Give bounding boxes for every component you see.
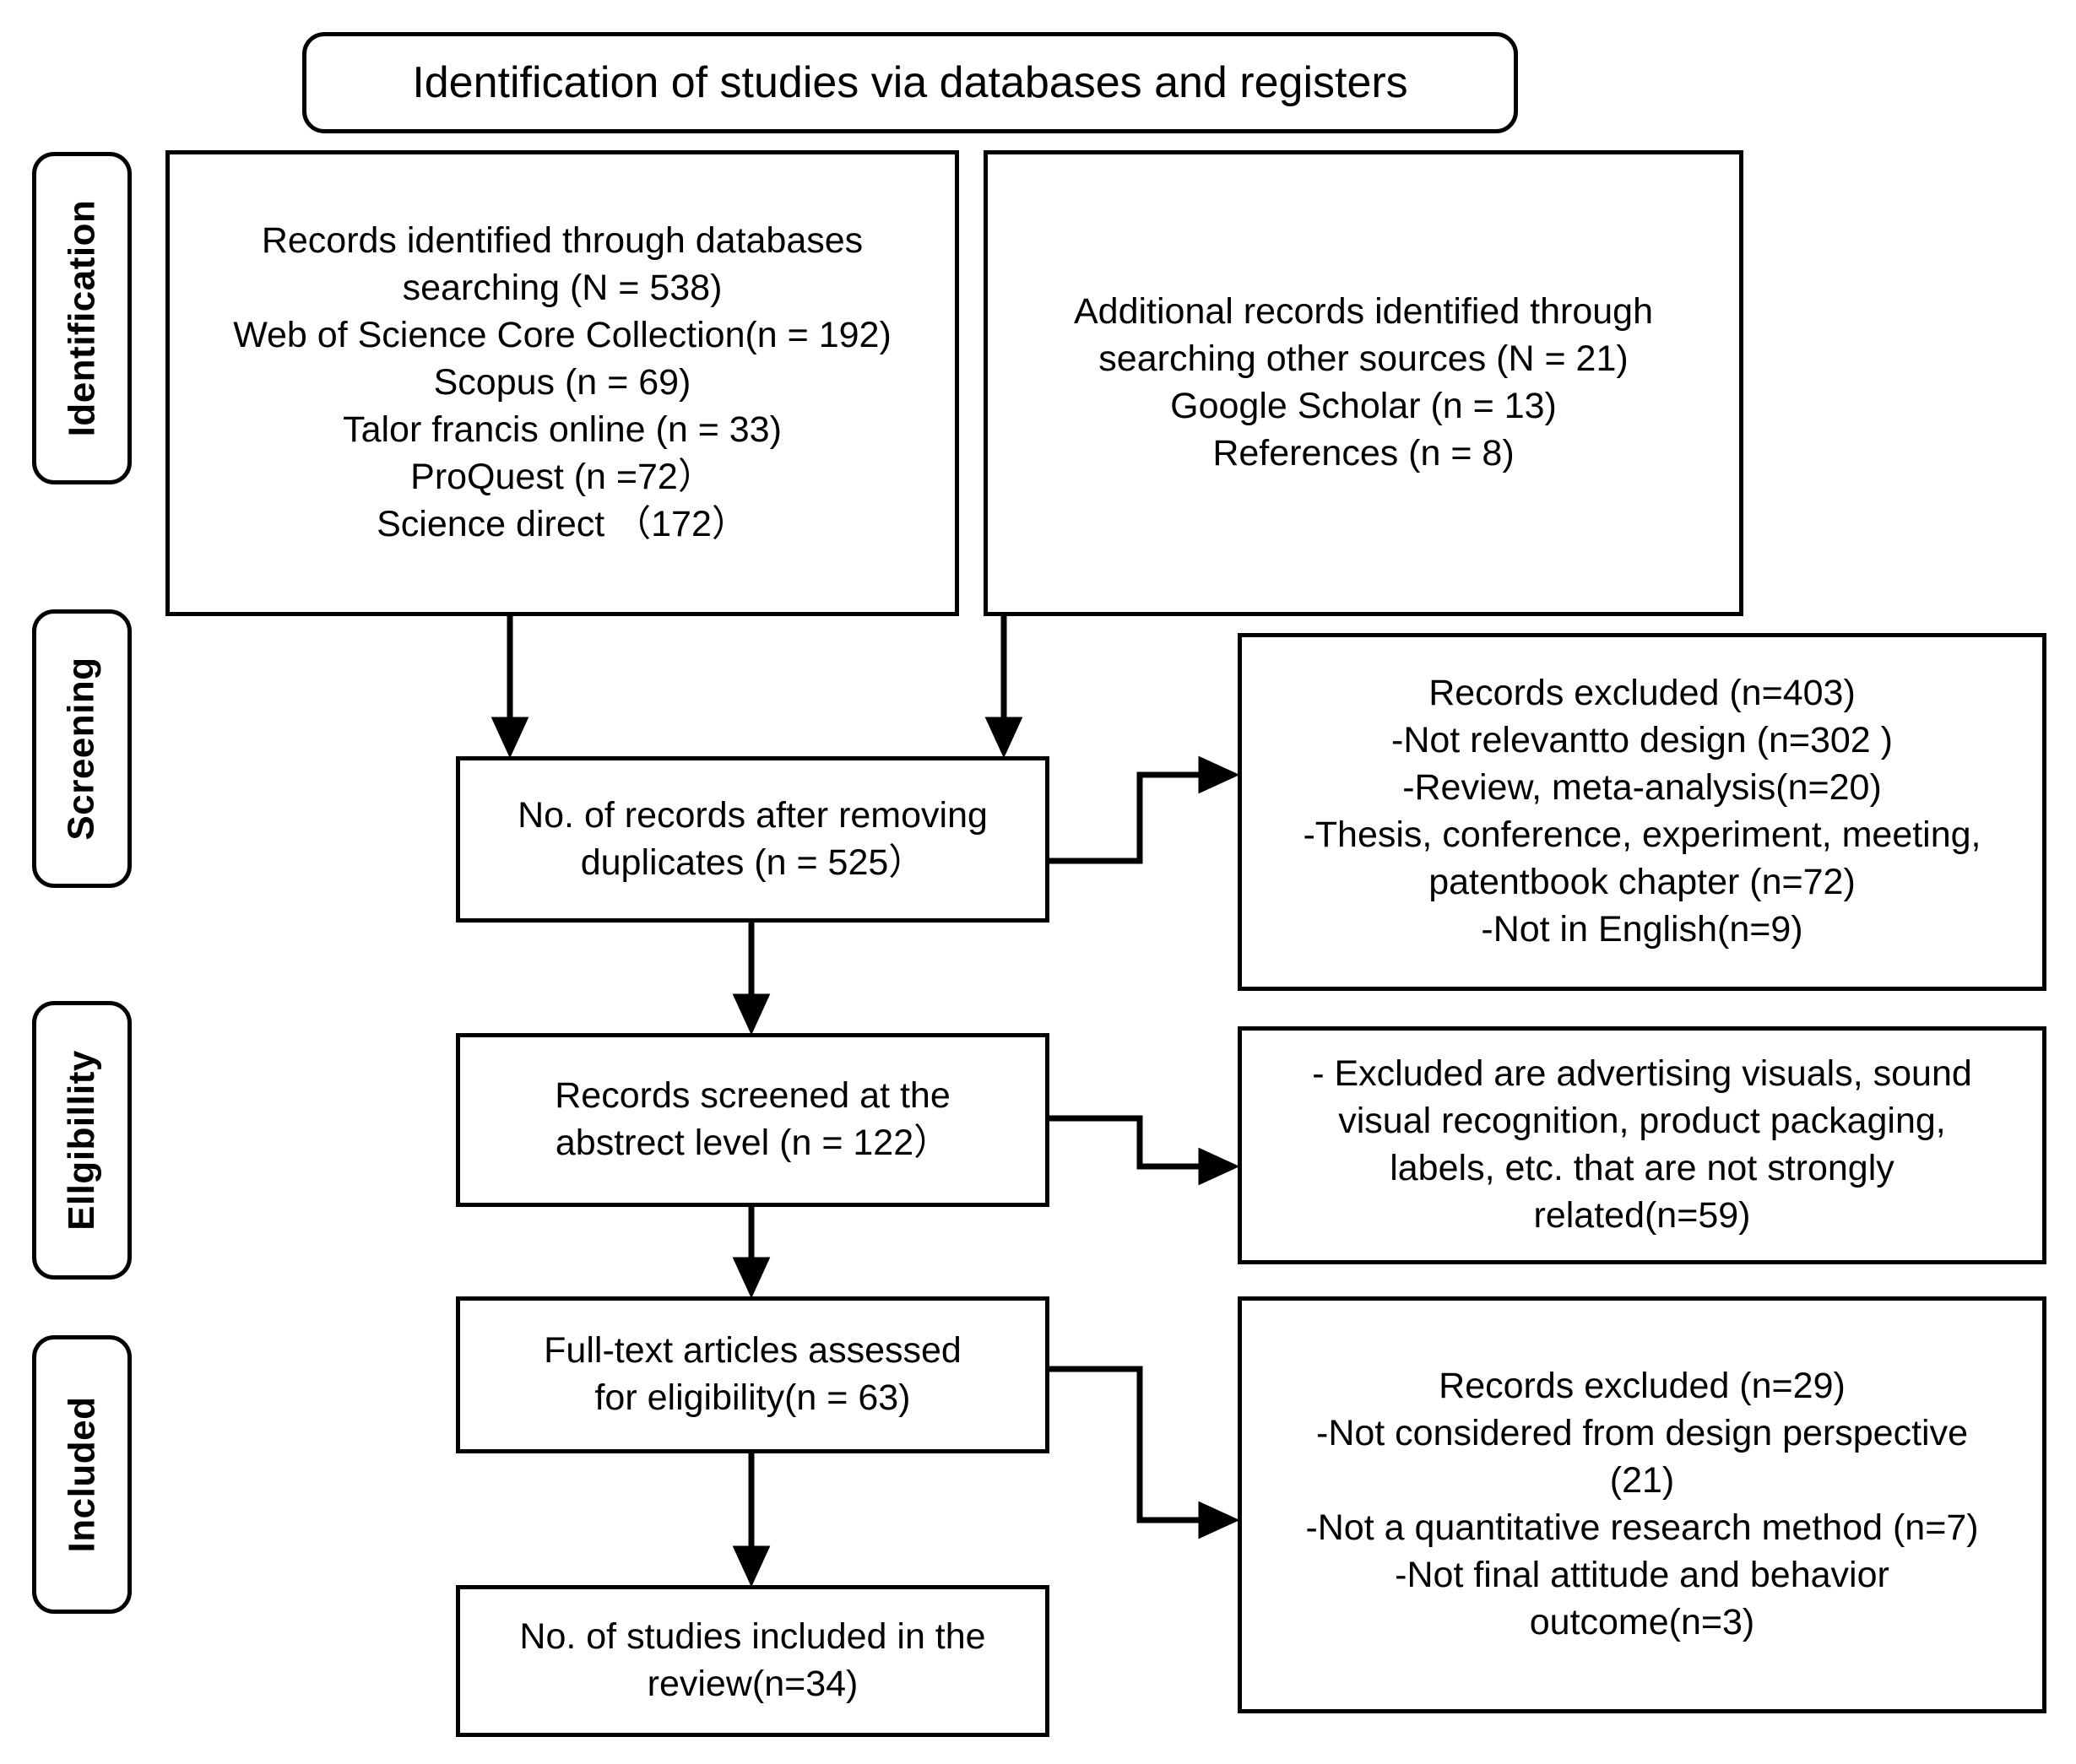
- stage-label-included: Included: [61, 1396, 102, 1553]
- diagram-title-box: Identification of studies via databases …: [302, 32, 1518, 133]
- stage-identification: Identification: [32, 152, 132, 484]
- box-after-duplicates: No. of records after removing duplicates…: [456, 756, 1049, 923]
- box-included-studies-text: No. of studies included in the review(n=…: [519, 1616, 986, 1704]
- stage-label-screening: Screening: [61, 657, 102, 841]
- box-excluded-screening: Records excluded (n=403) -Not relevantto…: [1238, 633, 2046, 991]
- box-screened-abstract: Records screened at the abstrect level (…: [456, 1033, 1049, 1207]
- edge-duplicates-to-excluded403: [1049, 755, 1240, 864]
- box-records-identified: Records identified through databases sea…: [165, 150, 959, 616]
- page-title: Identification of studies via databases …: [412, 57, 1408, 107]
- box-after-duplicates-text: No. of records after removing duplicates…: [518, 794, 988, 883]
- stage-label-eligibility: Ellgibillity: [61, 1050, 103, 1231]
- box-fulltext-assessed: Full-text articles assessed for eligibil…: [456, 1296, 1049, 1453]
- box-included-studies: No. of studies included in the review(n=…: [456, 1585, 1049, 1737]
- edge-fulltext-to-excluded29: [1049, 1366, 1240, 1539]
- box-excluded-fulltext: Records excluded (n=29) -Not considered …: [1238, 1296, 2046, 1713]
- edge-screened-to-excluded59: [1049, 1115, 1240, 1186]
- stage-included: Included: [32, 1335, 132, 1614]
- box-additional-records: Additional records identified through se…: [984, 150, 1743, 616]
- box-excluded-screening-text: Records excluded (n=403) -Not relevantto…: [1303, 673, 1981, 950]
- box-fulltext-assessed-text: Full-text articles assessed for eligibil…: [544, 1330, 962, 1418]
- box-screened-abstract-text: Records screened at the abstrect level (…: [555, 1075, 951, 1163]
- box-excluded-fulltext-text: Records excluded (n=29) -Not considered …: [1305, 1366, 1979, 1642]
- stage-label-identification: Identification: [61, 199, 102, 437]
- stage-screening: Screening: [32, 609, 132, 888]
- stage-eligibility: Ellgibillity: [32, 1001, 132, 1280]
- box-records-identified-text: Records identified through databases sea…: [233, 220, 892, 544]
- box-additional-records-text: Additional records identified through se…: [1073, 291, 1654, 473]
- box-excluded-eligibility-text: - Excluded are advertising visuals, soun…: [1312, 1053, 1972, 1236]
- box-excluded-eligibility: - Excluded are advertising visuals, soun…: [1238, 1026, 2046, 1264]
